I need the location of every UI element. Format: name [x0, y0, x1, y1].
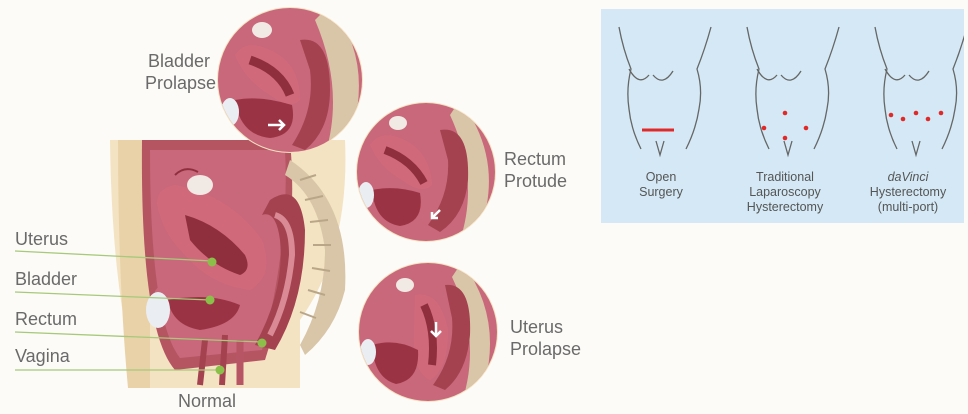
- caption-davinci: daVinci Hysterectomy (multi-port): [848, 170, 968, 215]
- normal-cross-section: [110, 140, 345, 388]
- label-bladder: Bladder: [15, 268, 77, 290]
- caption-traditional: Traditional Laparoscopy Hysterectomy: [725, 170, 845, 215]
- label-uterus: Uterus: [15, 228, 68, 250]
- incision-comparison-panel: Open Surgery Traditional Laparoscopy Hys…: [601, 9, 964, 223]
- uterus-prolapse-circle: [357, 262, 502, 407]
- label-vagina: Vagina: [15, 345, 70, 367]
- davinci-ports: [889, 111, 944, 122]
- torso-davinci: [875, 27, 964, 155]
- label-normal: Normal: [178, 390, 236, 412]
- torso-open-surgery: [619, 27, 711, 155]
- traditional-line1: Traditional: [725, 170, 845, 185]
- davinci-line2: Hysterectomy: [848, 185, 968, 200]
- uterus-prolapse-line2: Prolapse: [510, 338, 581, 360]
- rectum-protude-circle: [355, 100, 500, 245]
- davinci-brand: daVinci: [888, 170, 929, 184]
- rectum-protude-line2: Protude: [504, 170, 567, 192]
- caption-open-surgery: Open Surgery: [601, 170, 721, 200]
- bladder-prolapse-line2: Prolapse: [145, 72, 210, 94]
- traditional-line2: Laparoscopy: [725, 185, 845, 200]
- open-line2: Surgery: [601, 185, 721, 200]
- bladder-prolapse-circle: [215, 5, 365, 155]
- label-uterus-prolapse: Uterus Prolapse: [510, 316, 581, 360]
- davinci-line3: (multi-port): [848, 200, 968, 215]
- open-line1: Open: [601, 170, 721, 185]
- rectum-protude-line1: Rectum: [504, 148, 567, 170]
- label-rectum: Rectum: [15, 308, 77, 330]
- torso-traditional-laparoscopy: [747, 27, 839, 155]
- laparoscopy-ports: [762, 111, 809, 141]
- label-rectum-protude: Rectum Protude: [504, 148, 567, 192]
- bladder-prolapse-line1: Bladder: [145, 50, 210, 72]
- label-bladder-prolapse: Bladder Prolapse: [145, 50, 210, 94]
- traditional-line3: Hysterectomy: [725, 200, 845, 215]
- uterus-prolapse-line1: Uterus: [510, 316, 581, 338]
